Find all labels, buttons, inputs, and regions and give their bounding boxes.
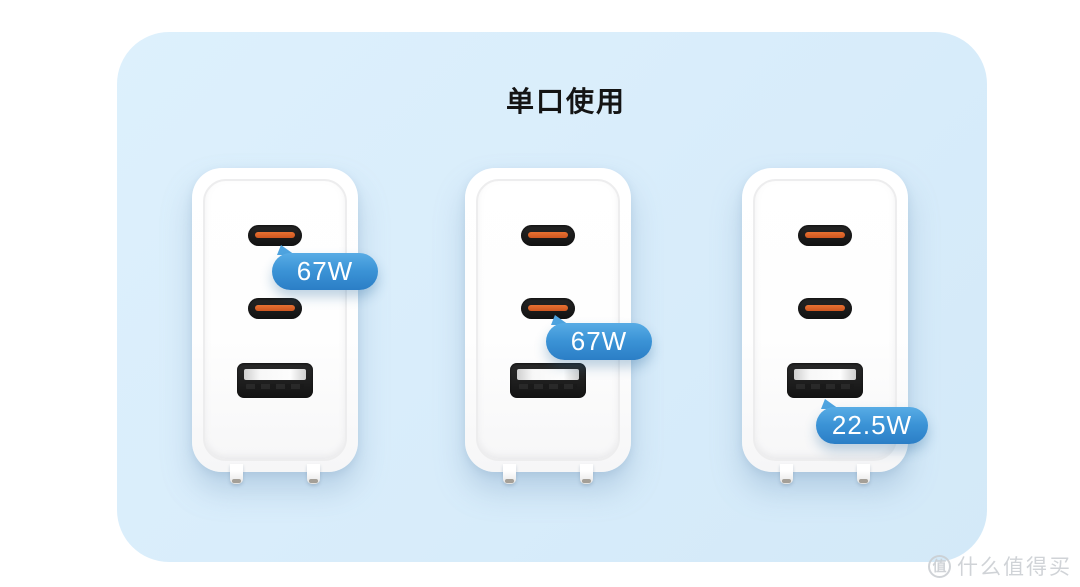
usb-c-pin-icon <box>805 305 845 311</box>
blue-panel: 单口使用 67W <box>117 32 987 562</box>
charger-left: 67W <box>192 168 378 484</box>
usb-c-port-1-icon <box>521 225 575 246</box>
badge-tail-icon <box>821 399 839 409</box>
usb-a-contacts-icon <box>796 384 854 389</box>
plug-foot-icon <box>503 464 516 484</box>
charger-middle: 67W <box>465 168 652 484</box>
usb-a-tongue-icon <box>794 369 856 380</box>
usb-c-port-1-icon <box>798 225 852 246</box>
usb-c-port-2-icon <box>798 298 852 319</box>
charger-right: 22.5W <box>742 168 928 484</box>
usb-a-contacts-icon <box>519 384 577 389</box>
plug-foot-icon <box>307 464 320 484</box>
usb-a-tongue-icon <box>244 369 306 380</box>
plug-foot-icon <box>580 464 593 484</box>
smzdm-logo-icon: 值 <box>928 554 951 578</box>
smzdm-watermark-text: 什么值得买 <box>957 556 1072 579</box>
usb-c-pin-icon <box>255 232 295 238</box>
power-badge-label: 22.5W <box>816 407 928 444</box>
plug-foot-icon <box>230 464 243 484</box>
power-badge-label: 67W <box>272 253 378 290</box>
usb-c-pin-icon <box>528 232 568 238</box>
usb-c-port-2-icon <box>521 298 575 319</box>
usb-a-port-icon <box>237 363 313 398</box>
usb-c-port-1-icon <box>248 225 302 246</box>
page-title: 单口使用 <box>505 86 626 117</box>
badge-tail-icon <box>551 315 569 325</box>
charger-face-outline <box>476 179 620 461</box>
power-badge-label: 67W <box>546 323 652 360</box>
plug-foot-icon <box>780 464 793 484</box>
smzdm-watermark: 值 什么值得买 <box>928 551 1072 581</box>
charger-face-outline <box>203 179 347 461</box>
usb-a-port-icon <box>510 363 586 398</box>
usb-c-pin-icon <box>255 305 295 311</box>
usb-a-port-icon <box>787 363 863 398</box>
usb-c-port-2-icon <box>248 298 302 319</box>
badge-tail-icon <box>277 245 295 255</box>
usb-a-contacts-icon <box>246 384 304 389</box>
usb-a-tongue-icon <box>517 369 579 380</box>
plug-foot-icon <box>857 464 870 484</box>
usb-c-pin-icon <box>528 305 568 311</box>
usb-c-pin-icon <box>805 232 845 238</box>
